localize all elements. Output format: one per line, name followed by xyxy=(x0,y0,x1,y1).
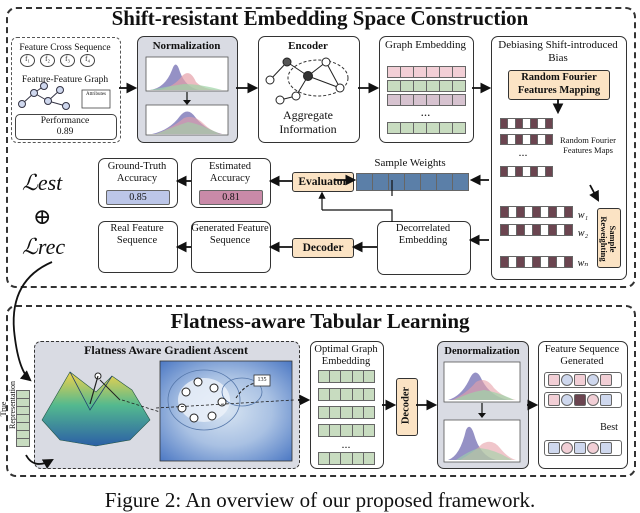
embedding-cell xyxy=(362,424,375,437)
generated-label: Feature Sequence Generated xyxy=(544,344,620,367)
embedding-cell xyxy=(564,206,573,218)
feature-graph-label: Feature-Feature Graph xyxy=(21,75,109,85)
sequence-shape xyxy=(587,442,599,454)
loss-est: ℒest xyxy=(22,170,62,196)
embedding-cell xyxy=(564,224,573,236)
embedding-cell xyxy=(362,452,375,465)
true-repr-cell xyxy=(16,438,30,447)
ground-truth-value: 0.85 xyxy=(106,190,170,205)
embedding-cell xyxy=(564,256,573,268)
aggregate-label: Aggregate Information xyxy=(279,108,337,136)
embedding-cell xyxy=(362,370,375,383)
generated-seq-box xyxy=(191,221,271,273)
embedding-cell xyxy=(362,406,375,419)
seq-token: f₃ xyxy=(60,54,75,67)
sample-reweighting-box xyxy=(597,208,621,268)
sequence-shape xyxy=(600,394,612,406)
loss-est-text: ℒest xyxy=(22,170,63,195)
input-panel xyxy=(11,37,121,143)
performance-label: Performance xyxy=(40,116,90,126)
sequence-shape xyxy=(561,374,573,386)
sequence-shape xyxy=(561,394,573,406)
sequence-shape xyxy=(574,394,586,406)
sequence-token-row: f₁ f₂ f₃ f₄ xyxy=(18,54,112,67)
embedding-cell xyxy=(544,166,553,177)
loss-rec: ℒrec xyxy=(22,234,65,260)
decorrelated-label: Decorrelated Embedding xyxy=(395,223,451,246)
weight-w2: w₂ xyxy=(577,228,589,239)
performance-value: 0.89 xyxy=(56,127,74,137)
sequence-shape xyxy=(548,374,560,386)
rff-maps-label: Random Fourier Features Maps xyxy=(560,135,616,155)
sequence-shape xyxy=(548,394,560,406)
embedding-cell xyxy=(452,122,466,134)
embedding-cell xyxy=(362,388,375,401)
sequence-shape xyxy=(548,442,560,454)
weight-wn: wₙ xyxy=(577,258,589,269)
embedding-cell xyxy=(544,118,553,129)
weight-cell xyxy=(452,173,469,191)
loss-rec-text: ℒrec xyxy=(22,234,66,259)
encoder-label: Encoder xyxy=(288,40,328,52)
optimal-panel xyxy=(310,341,384,469)
embedding-cell xyxy=(452,94,466,106)
embedding-cell xyxy=(452,66,466,78)
marker-135: 135 xyxy=(257,377,267,383)
sequence-shape xyxy=(600,442,612,454)
bottom-section-title: Flatness-aware Tabular Learning xyxy=(170,309,470,333)
sequence-shape xyxy=(561,442,573,454)
rff-ellipsis: ... xyxy=(518,145,528,159)
sequence-shape xyxy=(574,374,586,386)
generated-seq-label: Generated Feature Sequence xyxy=(191,223,269,246)
seq-token: f₂ xyxy=(40,54,55,67)
estimated-label: Estimated Accuracy xyxy=(209,161,251,184)
sequence-shape xyxy=(587,374,599,386)
embedding-cell xyxy=(452,80,466,92)
sequence-shape xyxy=(600,374,612,386)
denormalization-label: Denormalization xyxy=(444,346,520,357)
bottom-decoder-box xyxy=(396,378,418,436)
rff-mapping-box: Random Fourier Features Mapping xyxy=(508,70,610,100)
sequence-shape xyxy=(587,394,599,406)
optimal-ellipsis: ... xyxy=(341,437,351,451)
top-section-title: Shift-resistant Embedding Space Construc… xyxy=(111,6,529,30)
real-seq-box xyxy=(98,221,178,273)
debias-title: Debiasing Shift-introduced Bias xyxy=(498,39,618,64)
graph-embedding-label: Graph Embedding xyxy=(385,39,466,51)
flatness-title: Flatness Aware Gradient Ascent xyxy=(84,343,248,357)
feature-cross-sequence-label: Feature Cross Sequence xyxy=(19,43,111,53)
performance-box xyxy=(15,114,117,140)
optimal-label: Optimal Graph Embedding xyxy=(314,344,378,367)
real-seq-label: Real Feature Sequence xyxy=(110,223,164,246)
estimated-value: 0.81 xyxy=(199,190,263,205)
sequence-shape xyxy=(574,442,586,454)
seq-token: f₄ xyxy=(80,54,95,67)
seq-token: f₁ xyxy=(20,54,35,67)
decoder-box: Decoder xyxy=(292,238,354,258)
weight-w1: w₁ xyxy=(577,210,589,221)
oplus-symbol: ⊕ xyxy=(33,204,52,229)
normalization-label: Normalization xyxy=(152,40,221,52)
attributes-label: Attributes xyxy=(86,92,106,97)
decorrelated-box xyxy=(377,221,471,275)
embedding-cell xyxy=(544,134,553,145)
ground-truth-label: Ground-Truth Accuracy xyxy=(107,161,167,184)
sample-weights-label: Sample Weights xyxy=(374,157,446,169)
best-label: Best xyxy=(600,422,618,433)
graph-embedding-ellipsis: ... xyxy=(420,104,431,119)
